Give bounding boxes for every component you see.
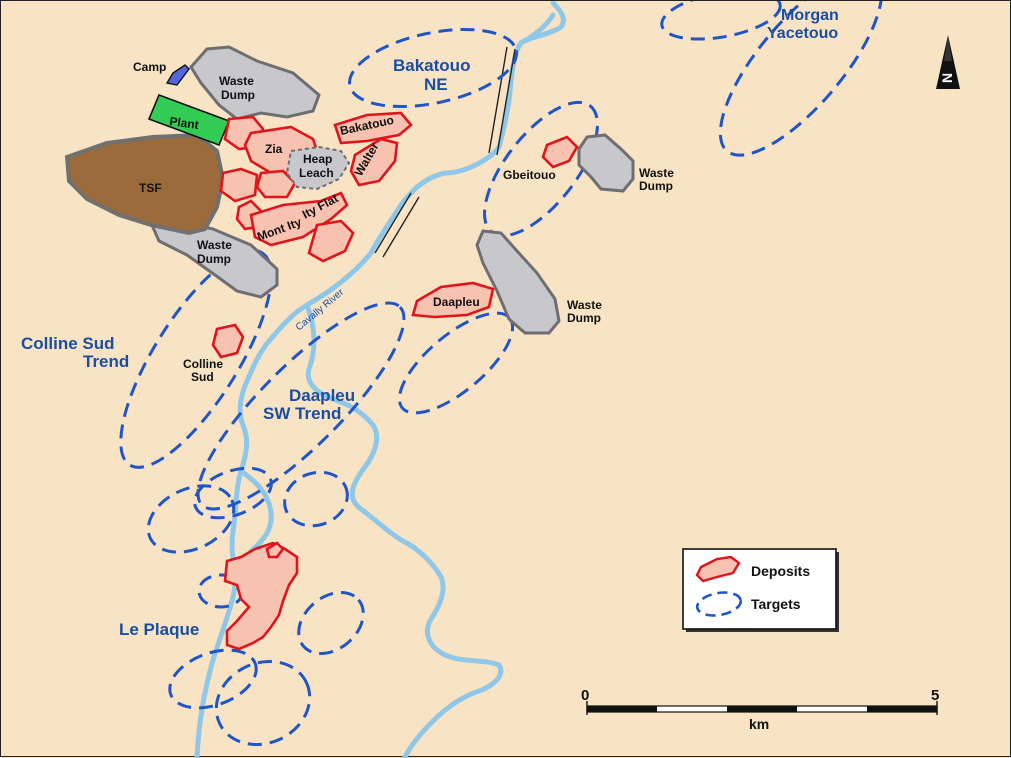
camp-building	[165, 64, 190, 86]
colline-sud-trend-label-line2: Trend	[83, 352, 129, 371]
waste-dump-north	[189, 45, 321, 121]
waste-dump-3-label-line2: Dump	[639, 179, 673, 193]
morgan-label-line1: Morgan	[781, 7, 839, 24]
plant-label: Plant	[169, 114, 200, 132]
target-south-5	[214, 659, 312, 747]
deposit-le-plaque-top	[265, 541, 285, 559]
legend: Deposits Targets	[682, 548, 839, 632]
scale-start-label: 0	[581, 687, 589, 704]
target-swatch-icon	[695, 591, 743, 617]
north-arrow-icon: N	[936, 35, 960, 89]
legend-targets-label: Targets	[751, 596, 801, 612]
zia-label: Zia	[265, 142, 283, 156]
daapleu-label: Daapleu	[433, 295, 480, 309]
deposit-walter	[349, 137, 399, 187]
gbeitouo-label: Gbeitouo	[503, 168, 556, 182]
target-south-2	[146, 484, 236, 554]
heap-leach-label-line1: Heap	[303, 152, 332, 166]
waste-dump-2-label-line2: Dump	[197, 252, 231, 266]
heap-leach-area	[285, 145, 351, 191]
waste-dump-3-label-line1: Waste	[639, 166, 674, 180]
camp-label: Camp	[133, 60, 166, 74]
scale-bar: 0 5 km	[581, 687, 939, 732]
morgan-label-line2: Yacetouo	[767, 25, 838, 42]
target-colline-sud-trend	[119, 249, 273, 469]
daapleu-sw-trend-label-line1: Daapleu	[289, 386, 355, 405]
target-daapleu-sw-trend	[196, 301, 406, 511]
deposit-colline-sud	[211, 323, 245, 359]
roads	[374, 46, 516, 258]
waste-dump-gbeitouo	[577, 133, 635, 193]
deposit-swatch-icon	[695, 555, 741, 583]
target-morgan-top	[660, 1, 782, 41]
target-south-3	[283, 470, 349, 528]
deposit-south-a	[307, 219, 355, 263]
legend-box	[682, 548, 837, 630]
waste-dump-4-label-line1: Waste	[567, 298, 602, 312]
waste-dump-2-label-line1: Waste	[197, 238, 232, 252]
deposit-gbeitouo	[541, 135, 579, 169]
bakatouo-ne-label-line1: Bakatouo	[393, 56, 470, 75]
bakatouo-ne-label-line2: NE	[424, 75, 448, 94]
daapleu-sw-trend-label-line2: SW Trend	[263, 404, 341, 423]
deposit-mont-ity	[249, 191, 349, 247]
le-plaque-label: Le Plaque	[119, 620, 199, 639]
heap-leach-label-line2: Leach	[299, 166, 334, 180]
tsf-area	[64, 132, 226, 236]
colline-sud-label-line2: Sud	[191, 370, 214, 384]
colline-sud-label-line1: Colline	[183, 357, 223, 371]
scale-unit-label: km	[749, 716, 769, 732]
deposit-west-b	[255, 169, 297, 199]
target-le-plaque-2	[297, 590, 365, 656]
target-south-4	[168, 648, 258, 710]
deposit-bakatouo	[333, 111, 413, 145]
target-south-1	[193, 466, 273, 520]
plant-building	[147, 93, 231, 147]
deposit-daapleu	[411, 281, 495, 319]
scale-end-label: 5	[931, 687, 939, 704]
waste-dump-daapleu	[475, 229, 561, 335]
waste-dump-1-label-line1: Waste	[219, 74, 254, 88]
north-letter: N	[939, 73, 955, 83]
waste-dump-1-label-line2: Dump	[221, 88, 255, 102]
waste-dump-4-label-line2: Dump	[567, 311, 601, 325]
colline-sud-trend-label-line1: Colline Sud	[21, 334, 115, 353]
deposit-west-a	[219, 167, 259, 203]
tsf-label: TSF	[139, 181, 162, 195]
waste-dumps	[148, 45, 635, 335]
legend-deposits-label: Deposits	[751, 563, 810, 579]
